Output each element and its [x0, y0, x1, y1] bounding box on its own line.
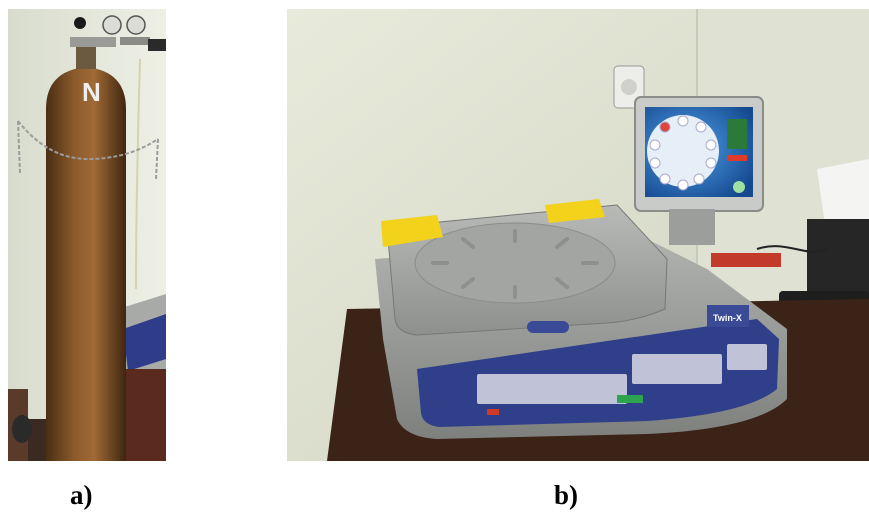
cylinder-marking: N — [82, 77, 101, 107]
device-brand-label: Twin-X — [713, 313, 742, 323]
panel-label-b: b) — [554, 480, 579, 510]
photo-gas-cylinder: N — [8, 9, 166, 461]
radiation-warning-label-left — [381, 215, 443, 247]
radiation-warning-label-right — [545, 199, 605, 223]
panel-label-a: a) — [70, 480, 93, 510]
photo-spectrometer: Twin-X — [287, 9, 869, 461]
